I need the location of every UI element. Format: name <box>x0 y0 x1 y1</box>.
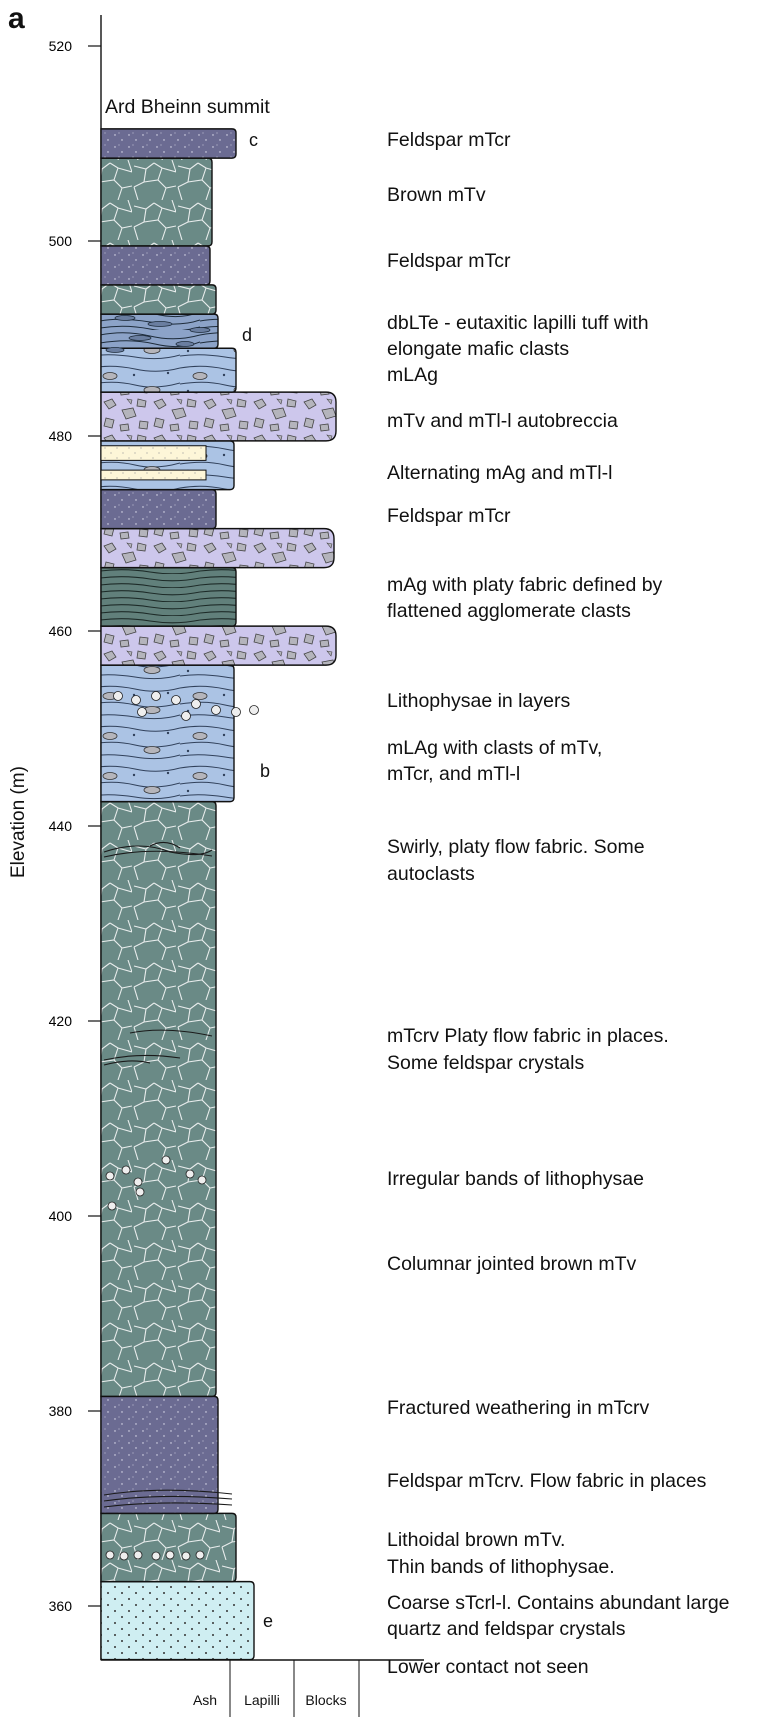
annotation: Swirly, platy flow fabric. Some <box>387 836 645 858</box>
annotation: Alternating mAg and mTl-l <box>387 462 613 484</box>
annotation: Feldspar mTcr <box>387 129 511 151</box>
lithology-unit <box>100 391 337 442</box>
grain-size-lapilli: Lapilli <box>244 1692 280 1708</box>
lithology-unit <box>100 347 237 393</box>
annotation: mLAg <box>387 364 438 386</box>
yellow-interbed <box>100 445 207 461</box>
annotation: Columnar jointed brown mTv <box>387 1253 637 1275</box>
annotation: mTcrv Platy flow fabric in places. <box>387 1025 669 1047</box>
y-tick-label: 500 <box>49 233 73 249</box>
lithology-unit <box>100 245 211 286</box>
lithology-unit <box>100 284 217 315</box>
lithology-unit <box>100 488 217 530</box>
annotation: mLAg with clasts of mTv, <box>387 737 603 759</box>
annotation: Feldspar mTcr <box>387 250 511 272</box>
y-tick-label: 380 <box>49 1403 73 1419</box>
marker-e: e <box>263 1611 274 1631</box>
lithology-unit <box>100 800 217 1398</box>
eutaxitic-fiamme <box>105 315 211 353</box>
panel-label: a <box>8 2 25 35</box>
grain-size-blocks: Blocks <box>305 1692 347 1708</box>
annotation: Irregular bands of lithophysae <box>387 1168 644 1190</box>
annotation: Fractured weathering in mTcrv <box>387 1397 650 1419</box>
y-tick-label: 400 <box>49 1208 73 1224</box>
y-tick-label: 480 <box>49 428 73 444</box>
elevation-ticks: 360 380 400 420 440 460 480 500 520 <box>49 38 101 1614</box>
annotation: mTv and mTl-l autobreccia <box>387 410 618 432</box>
lithophysae <box>105 691 259 1561</box>
section-title: Ard Bheinn summit <box>105 96 270 118</box>
lithology-unit <box>100 566 237 627</box>
marker-d: d <box>242 325 253 345</box>
annotation: autoclasts <box>387 863 475 885</box>
lithology-units <box>100 128 337 1661</box>
y-tick-label: 360 <box>49 1598 73 1614</box>
y-tick-label: 460 <box>49 623 73 639</box>
grain-size-ash: Ash <box>192 1692 218 1708</box>
annotation: mTcr, and mTl-l <box>387 763 521 785</box>
annotation: Feldspar mTcr <box>387 505 511 527</box>
lithology-unit <box>100 1395 219 1515</box>
annotation: Lithophysae in layers <box>387 690 571 712</box>
y-axis-label: Elevation (m) <box>8 766 29 878</box>
annotation: Thin bands of lithophysae. <box>387 1556 615 1578</box>
lithology-unit <box>100 527 335 569</box>
annotation: Some feldspar crystals <box>387 1052 585 1074</box>
annotation: dbLTe - eutaxitic lapilli tuff with <box>387 312 649 334</box>
marker-c: c <box>249 130 258 150</box>
lithology-unit <box>100 1580 255 1661</box>
lithology-unit <box>100 157 213 247</box>
fabric-overlays <box>103 841 233 1508</box>
annotation: quartz and feldspar crystals <box>387 1618 626 1640</box>
annotation: Brown mTv <box>387 184 486 206</box>
annotation: flattened agglomerate clasts <box>387 600 631 622</box>
annotation: Lithoidal brown mTv. <box>387 1529 566 1551</box>
yellow-interbed <box>100 469 207 481</box>
marker-b: b <box>260 761 271 781</box>
annotation: Lower contact not seen <box>387 1656 589 1678</box>
annotation: mAg with platy fabric defined by <box>387 574 663 596</box>
lithology-unit <box>100 1512 237 1583</box>
lithology-unit <box>100 625 337 666</box>
y-tick-label: 440 <box>49 818 73 834</box>
annotation: Coarse sTcrl-l. Contains abundant large <box>387 1592 730 1614</box>
y-tick-label: 420 <box>49 1013 73 1029</box>
lithology-unit <box>100 664 235 803</box>
annotation: elongate mafic clasts <box>387 338 570 360</box>
lithology-unit <box>100 128 237 159</box>
annotation: Feldspar mTcrv. Flow fabric in places <box>387 1470 707 1492</box>
y-tick-label: 520 <box>49 38 73 54</box>
